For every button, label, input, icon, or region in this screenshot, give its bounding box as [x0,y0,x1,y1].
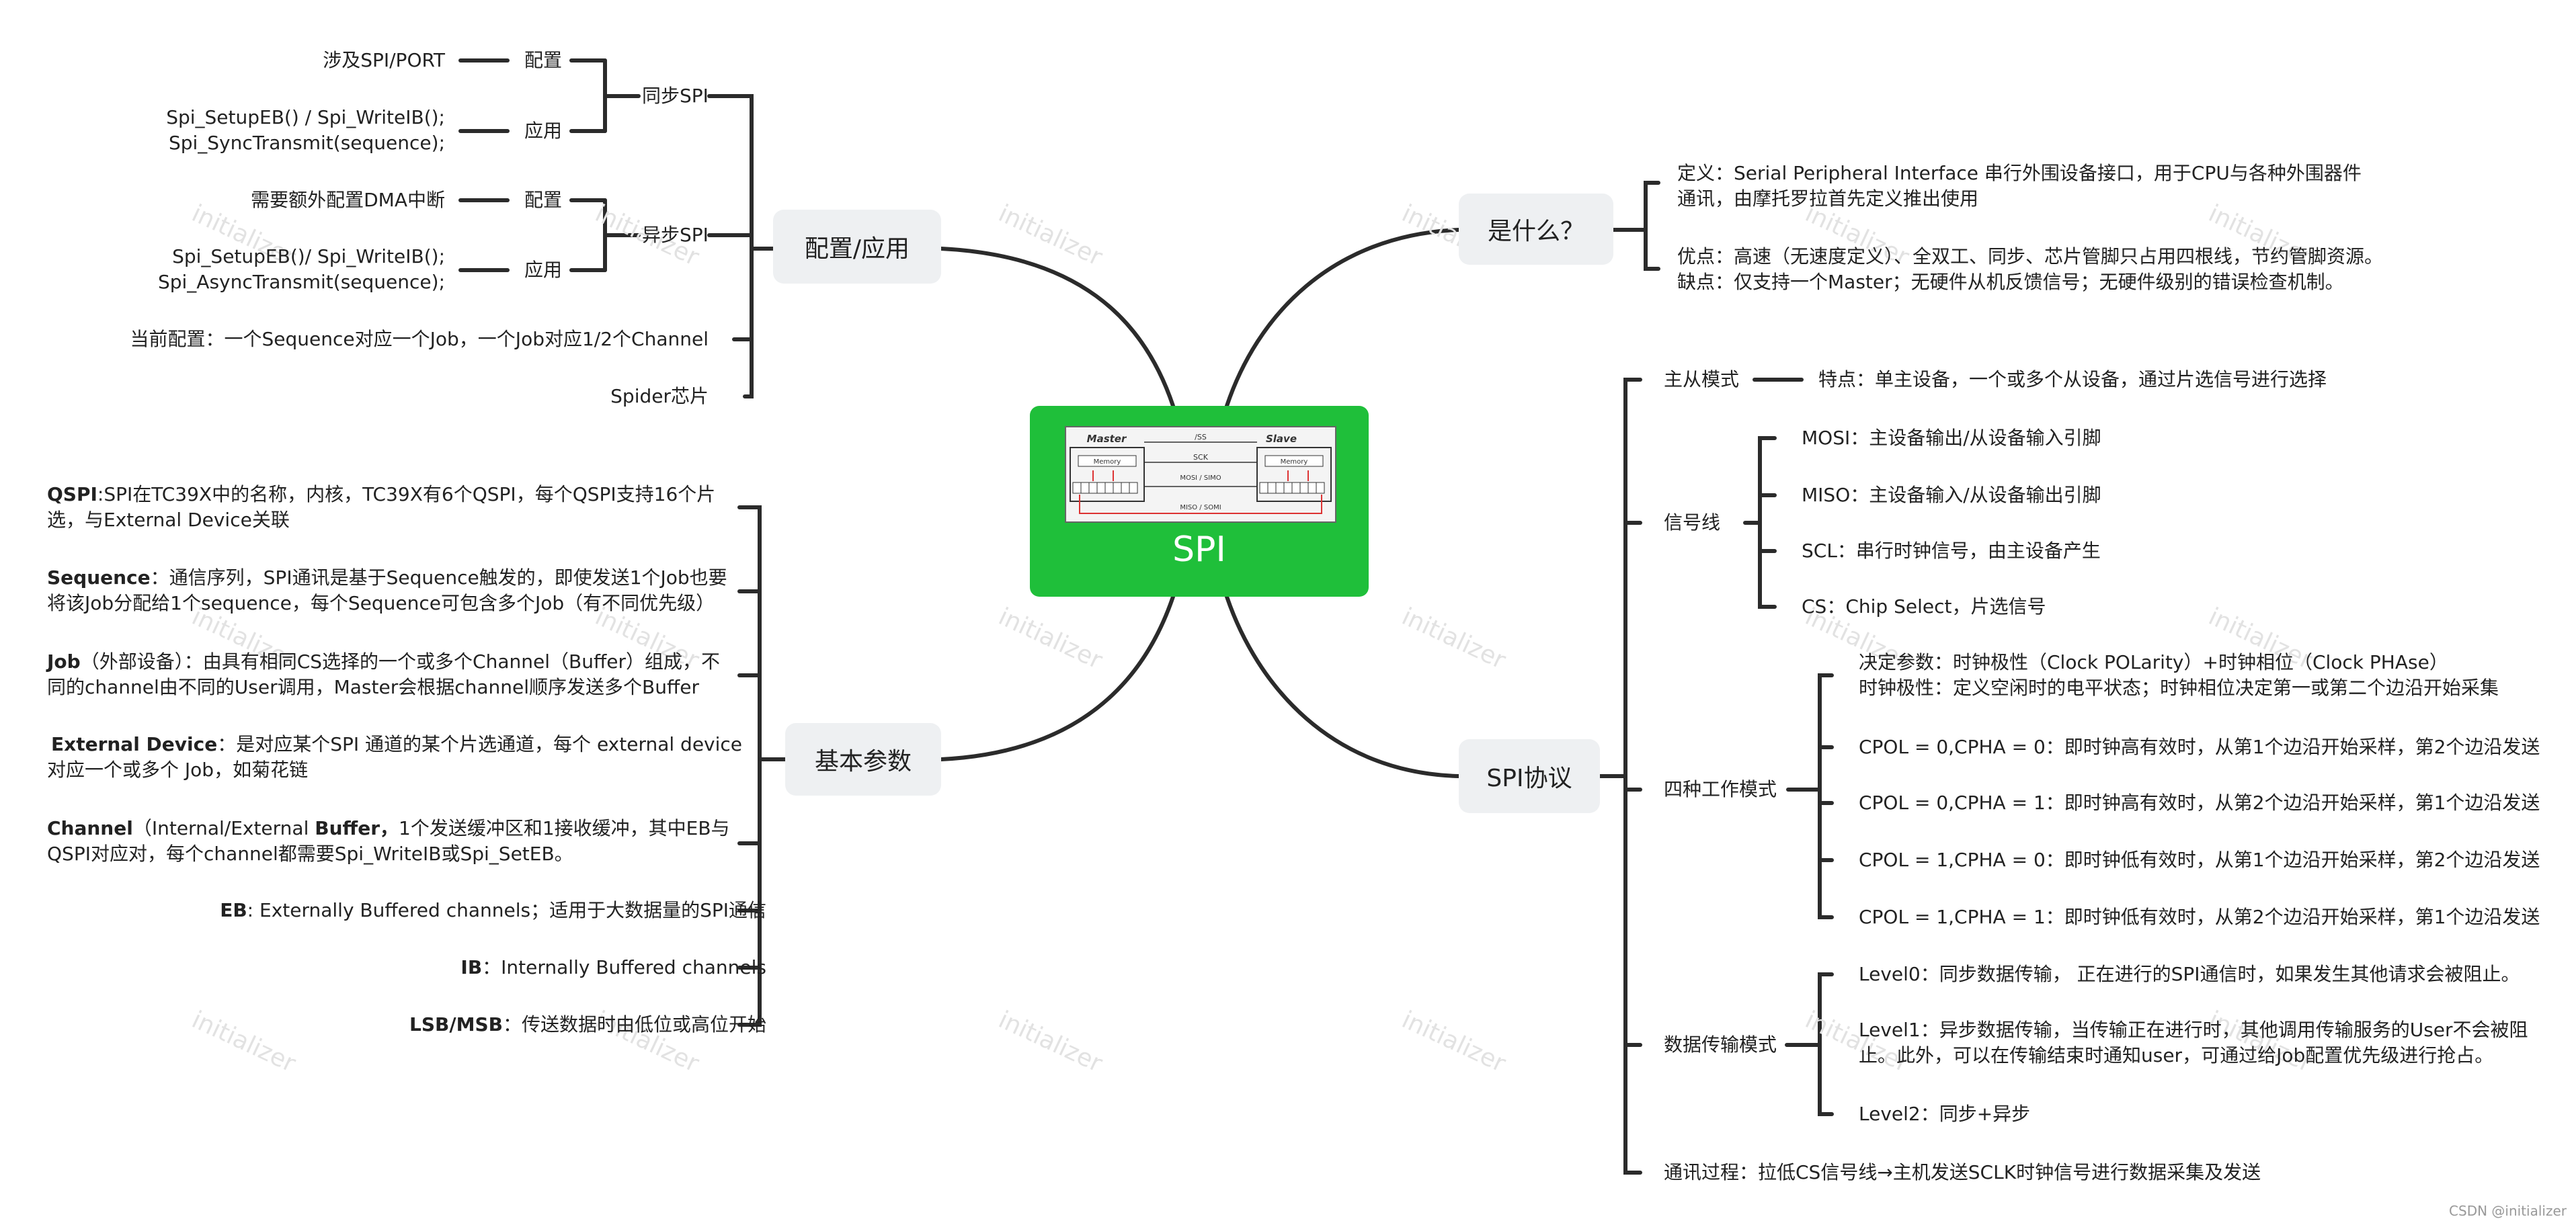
leaf-sync-app-1: Spi_SetupEB() / Spi_WriteIB(); [166,106,445,128]
sck-label: SCK [1193,453,1209,462]
basic-eb: EB: Externally Buffered channels；适用于大数据量… [220,897,766,924]
level0: Level0：同步数据传输， 正在进行的SPI通信时，如果发生其他请求会被阻止。 [1859,963,2520,985]
job-term: Job [47,650,81,673]
ib-term: IB [460,956,483,978]
proto-transfer-modes[interactable]: 数据传输模式 [1664,1034,1777,1056]
proto-master-slave[interactable]: 主从模式 [1664,368,1740,390]
spider-chip: Spider芯片 [610,385,709,407]
basic-external: External Device：是对应某个SPI 通道的某个片选通道，每个 ex… [51,731,742,758]
spi-bus-diagram: Master Slave /SS SCK MOSI / SIMO MISO / … [1065,426,1336,523]
slave-memory-label: Memory [1281,458,1308,466]
signal-scl: SCL：串行时钟信号，由主设备产生 [1802,540,2101,562]
external-term: External Device [51,733,218,755]
basic-job-2: 同的channel由不同的User调用，Master会根据channel顺序发送… [47,676,700,698]
lsb-desc: ：传送数据时由低位或高位开始 [502,1013,766,1036]
basic-channel-2: QSPI对应对，每个channel都需要Spi_WriteIB或Spi_SetE… [47,843,573,865]
proto-comm-process: 通讯过程：拉低CS信号线→主机发送SCLK时钟信号进行数据采集及发送 [1664,1161,2261,1183]
mode-01: CPOL = 0,CPHA = 1：即时钟高有效时，从第2个边沿开始采样，第1个… [1859,792,2540,814]
sequence-desc-1: ：通信序列，SPI通讯是基于Sequence触发的，即使发送1个Job也要 [150,566,727,589]
leaf-port: 涉及SPI/PORT [323,49,445,71]
async-config[interactable]: 配置 [524,189,563,211]
async-spi[interactable]: 异步SPI [642,224,709,246]
eb-desc: : Externally Buffered channels；适用于大数据量的S… [247,899,766,921]
current-config: 当前配置：一个Sequence对应一个Job，一个Job对应1/2个Channe… [130,328,709,350]
basic-channel: Channel（Internal/External Buffer，1个发送缓冲区… [47,815,730,842]
channel-term: Channel [47,817,133,839]
signal-miso: MISO：主设备输入/从设备输出引脚 [1802,484,2101,506]
qspi-desc-1: :SPI在TC39X中的名称，内核，TC39X有6个QSPI，每个QSPI支持1… [97,483,716,505]
modes-params-1: 决定参数：时钟极性（Clock POLarity）+时钟相位（Clock PHA… [1859,651,2448,673]
lsb-term: LSB/MSB [409,1013,503,1036]
sync-config[interactable]: 配置 [524,49,563,71]
credit-text: CSDN @initializer [2449,1203,2567,1219]
branch-basic[interactable]: 基本参数 [785,723,941,796]
what-advantages: 优点：高速（无速度定义）、全双工、同步、芯片管脚只占用四根线，节约管脚资源。 [1677,245,2384,267]
slave-label: Slave [1266,433,1297,445]
qspi-term: QSPI [47,483,97,505]
basic-job: Job（外部设备）：由具有相同CS选择的一个或多个Channel（Buffer）… [47,648,720,675]
level1-2: 止。此外，可以在传输结束时通知user，可通过给Job配置优先级进行抢占。 [1859,1044,2494,1066]
basic-ib: IB：Internally Buffered channels [460,954,766,981]
sync-spi[interactable]: 同步SPI [642,85,709,107]
async-app[interactable]: 应用 [524,259,563,281]
buffer-term: Buffer， [315,817,399,839]
level1-1: Level1：异步数据传输，当传输正在进行时，其他调用传输服务的User不会被阻 [1859,1019,2528,1041]
proto-ms-feature: 特点：单主设备，一个或多个从设备，通过片选信号进行选择 [1818,368,2327,390]
branch-what[interactable]: 是什么？ [1459,194,1613,265]
modes-params-2: 时钟极性：定义空闲时的电平状态；时钟相位决定第一或第二个边沿开始采集 [1859,677,2499,699]
eb-term: EB [220,899,247,921]
miso-label: MISO / SOMI [1180,504,1221,511]
ib-desc: ：Internally Buffered channels [482,956,766,978]
basic-sequence-2: 将该Job分配给1个sequence，每个Sequence可包含多个Job（有不… [47,592,715,614]
leaf-async-app-1: Spi_SetupEB()/ Spi_WriteIB(); [172,245,445,267]
signal-mosi: MOSI：主设备输出/从设备输入引脚 [1802,427,2101,449]
job-desc-1: （外部设备）：由具有相同CS选择的一个或多个Channel（Buffer）组成，… [80,650,720,673]
proto-signal-lines[interactable]: 信号线 [1664,511,1721,534]
external-desc-1: ：是对应某个SPI 通道的某个片选通道，每个 external device [217,733,743,755]
center-node[interactable]: Master Slave /SS SCK MOSI / SIMO MISO / … [1030,406,1369,597]
channel-desc-1a: （Internal/External [132,817,315,839]
level2: Level2：同步+异步 [1859,1103,2031,1125]
basic-external-2: 对应一个或多个 Job，如菊花链 [47,759,309,781]
branch-protocol[interactable]: SPI协议 [1459,739,1600,813]
what-disadvantages: 缺点：仅支持一个Master；无硬件从机反馈信号；无硬件级别的错误检查机制。 [1677,271,2344,293]
mode-10: CPOL = 1,CPHA = 0：即时钟低有效时，从第1个边沿开始采样，第2个… [1859,849,2540,871]
leaf-async-app-2: Spi_AsyncTransmit(sequence); [157,271,445,293]
sequence-term: Sequence [47,566,151,589]
center-title: SPI [1172,530,1226,570]
mode-00: CPOL = 0,CPHA = 0：即时钟高有效时，从第1个边沿开始采样，第2个… [1859,736,2540,758]
what-definition-2: 通讯，由摩托罗拉首先定义推出使用 [1677,187,1979,210]
basic-sequence: Sequence：通信序列，SPI通讯是基于Sequence触发的，即使发送1个… [47,564,727,591]
mode-11: CPOL = 1,CPHA = 1：即时钟低有效时，从第2个边沿开始采样，第1个… [1859,906,2540,928]
leaf-sync-app-2: Spi_SyncTransmit(sequence); [168,132,445,154]
channel-desc-1c: 1个发送缓冲区和1接收缓冲，其中EB与 [399,817,730,839]
mosi-label: MOSI / SIMO [1180,474,1221,482]
proto-four-modes[interactable]: 四种工作模式 [1664,778,1777,800]
branch-config[interactable]: 配置/应用 [773,210,941,284]
master-label: Master [1087,433,1127,445]
sync-app[interactable]: 应用 [524,120,563,142]
basic-lsb: LSB/MSB：传送数据时由低位或高位开始 [409,1011,766,1038]
what-definition-1: 定义：Serial Peripheral Interface 串行外围设备接口，… [1677,162,2362,184]
leaf-dma: 需要额外配置DMA中断 [251,189,445,211]
master-memory-label: Memory [1094,458,1121,466]
basic-qspi: QSPI:SPI在TC39X中的名称，内核，TC39X有6个QSPI，每个QSP… [47,481,715,508]
basic-qspi-2: 选，与External Device关联 [47,509,290,531]
ss-label: /SS [1195,433,1207,441]
signal-cs: CS：Chip Select，片选信号 [1802,595,2046,618]
